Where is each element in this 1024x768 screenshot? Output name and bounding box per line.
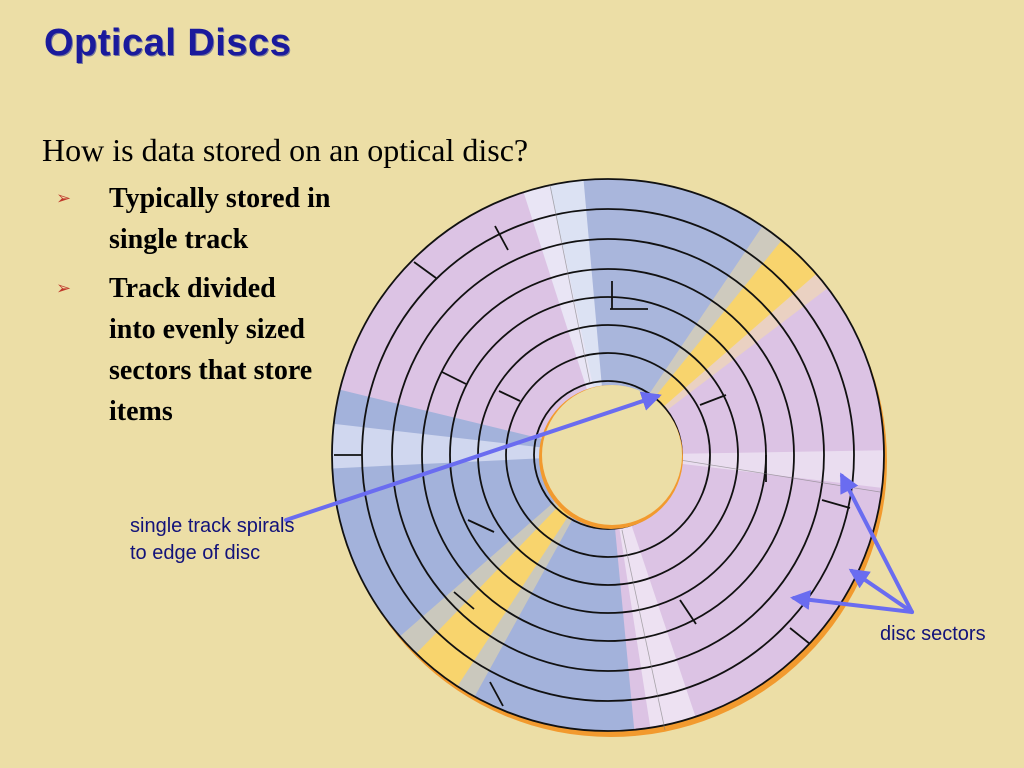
question-heading: How is data stored on an optical disc?: [42, 132, 529, 168]
sector-arrow-3: [790, 589, 914, 614]
sector-arrow-1: [840, 472, 914, 614]
bullet-list: ➢ Typically stored in single track ➢ Tra…: [56, 178, 399, 440]
bullet-item: ➢ Typically stored in single track: [56, 178, 399, 260]
bullet-item: ➢ Track divided into evenly sized sector…: [56, 268, 319, 432]
disc-center-hole: [542, 385, 682, 525]
arrow-bullet-icon: ➢: [56, 188, 72, 208]
sector-arrow-2: [848, 568, 914, 614]
disc-edge: [335, 185, 887, 737]
track-callout-label: single track spirals to edge of disc: [130, 515, 295, 564]
disc-tracks: [331, 178, 885, 732]
bullet-text: Track divided into evenly sized sectors …: [109, 273, 313, 427]
sector-dividers: [334, 225, 851, 707]
arrow-bullet-icon: ➢: [56, 278, 72, 298]
bullet-text: Typically stored in single track: [109, 183, 331, 255]
slide-title: Optical Discs: [44, 22, 292, 64]
sectors-callout-label: disc sectors: [880, 623, 986, 645]
disc-seams: [549, 184, 881, 731]
disc-hole-rim: [539, 385, 683, 529]
